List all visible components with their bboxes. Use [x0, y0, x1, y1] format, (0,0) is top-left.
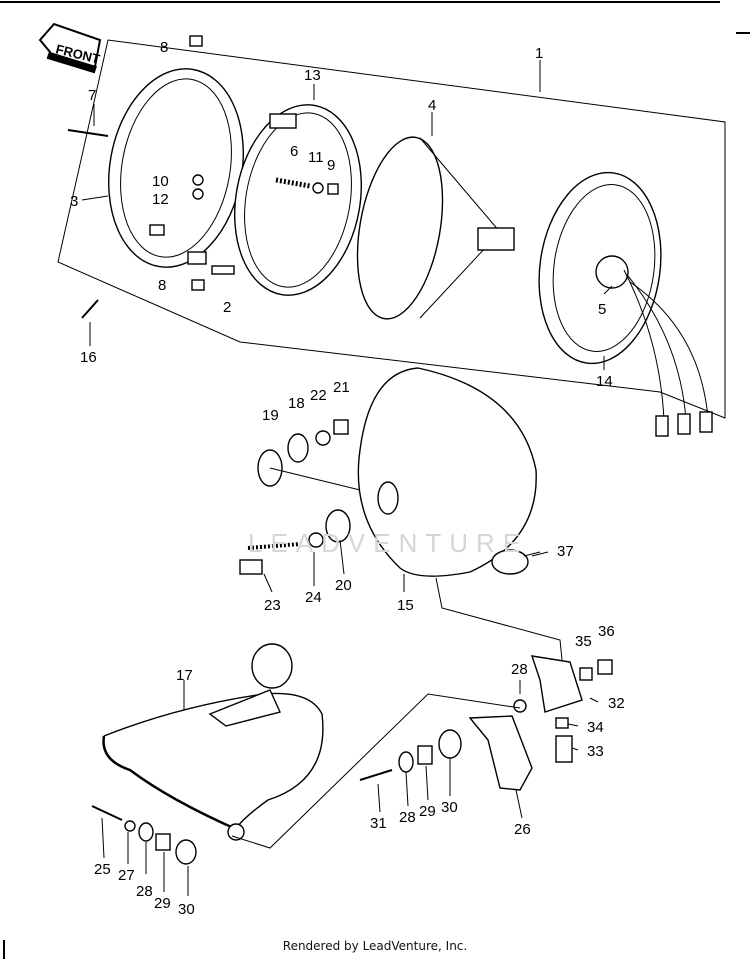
headlight-stay-part: [102, 643, 324, 841]
bracket-small-part: [530, 655, 613, 763]
callout-37: 37: [557, 543, 574, 560]
callout-34: 34: [587, 719, 604, 736]
callout-28-middle: 28: [399, 809, 416, 826]
watermark-text: LEADVENTURE: [248, 528, 528, 558]
callout-29-bottom: 29: [154, 895, 171, 912]
callout-28-bracket: 28: [511, 661, 528, 678]
callout-11: 11: [308, 149, 324, 166]
callout-16: 16: [80, 349, 97, 366]
front-arrow-icon: FRONT: [38, 22, 101, 74]
callout-labels: 1 2 3 4 5 6 7 8 8 9 10 11 12 13 14 15 16…: [70, 39, 625, 918]
callout-27: 27: [118, 867, 135, 884]
callout-17: 17: [176, 667, 193, 684]
callout-8-bottom: 8: [158, 277, 166, 294]
callout-26: 26: [514, 821, 531, 838]
headlight-shell-part: [357, 367, 537, 577]
callout-33: 33: [587, 743, 604, 760]
callout-13: 13: [304, 67, 321, 84]
callout-36: 36: [598, 623, 615, 640]
callout-3: 3: [70, 193, 78, 210]
callout-18: 18: [288, 395, 305, 412]
bracket-large-part: [468, 699, 533, 791]
inner-ring-part: [234, 104, 362, 296]
callout-28-bottom: 28: [136, 883, 153, 900]
callout-35: 35: [575, 633, 592, 650]
callout-32: 32: [608, 695, 625, 712]
callout-10: 10: [152, 173, 169, 190]
callout-19: 19: [262, 407, 279, 424]
callout-25: 25: [94, 861, 111, 878]
top-hardware: [67, 35, 339, 319]
callout-22: 22: [310, 387, 327, 404]
callout-30-middle: 30: [441, 799, 458, 816]
callout-29-middle: 29: [419, 803, 436, 820]
callout-23: 23: [264, 597, 281, 614]
callout-7: 7: [88, 87, 96, 104]
callout-4: 4: [428, 97, 436, 114]
shell-hardware: [239, 419, 361, 575]
mount-hardware-right: [359, 729, 462, 781]
mount-hardware-left: [91, 805, 197, 865]
sealed-beam-part: [356, 136, 520, 320]
callout-24: 24: [305, 589, 322, 606]
footer-credit: Rendered by LeadVenture, Inc.: [282, 939, 468, 953]
callout-5: 5: [598, 301, 606, 318]
callout-8-top: 8: [160, 39, 168, 56]
callout-6: 6: [290, 143, 298, 160]
reflector-housing-part: [538, 171, 713, 437]
callout-1: 1: [535, 45, 543, 62]
callout-15: 15: [397, 597, 414, 614]
callout-2: 2: [223, 299, 231, 316]
callout-14: 14: [596, 373, 613, 390]
callout-30-bottom: 30: [178, 901, 195, 918]
callout-20: 20: [335, 577, 352, 594]
outer-rim-part: [108, 68, 244, 268]
callout-31: 31: [370, 815, 387, 832]
callout-9: 9: [327, 157, 335, 174]
leader-lines: [81, 60, 613, 896]
callout-21: 21: [333, 379, 350, 396]
assembly-frame: [57, 39, 726, 419]
callout-12: 12: [152, 191, 169, 208]
leader-lines-lower: [231, 577, 563, 849]
